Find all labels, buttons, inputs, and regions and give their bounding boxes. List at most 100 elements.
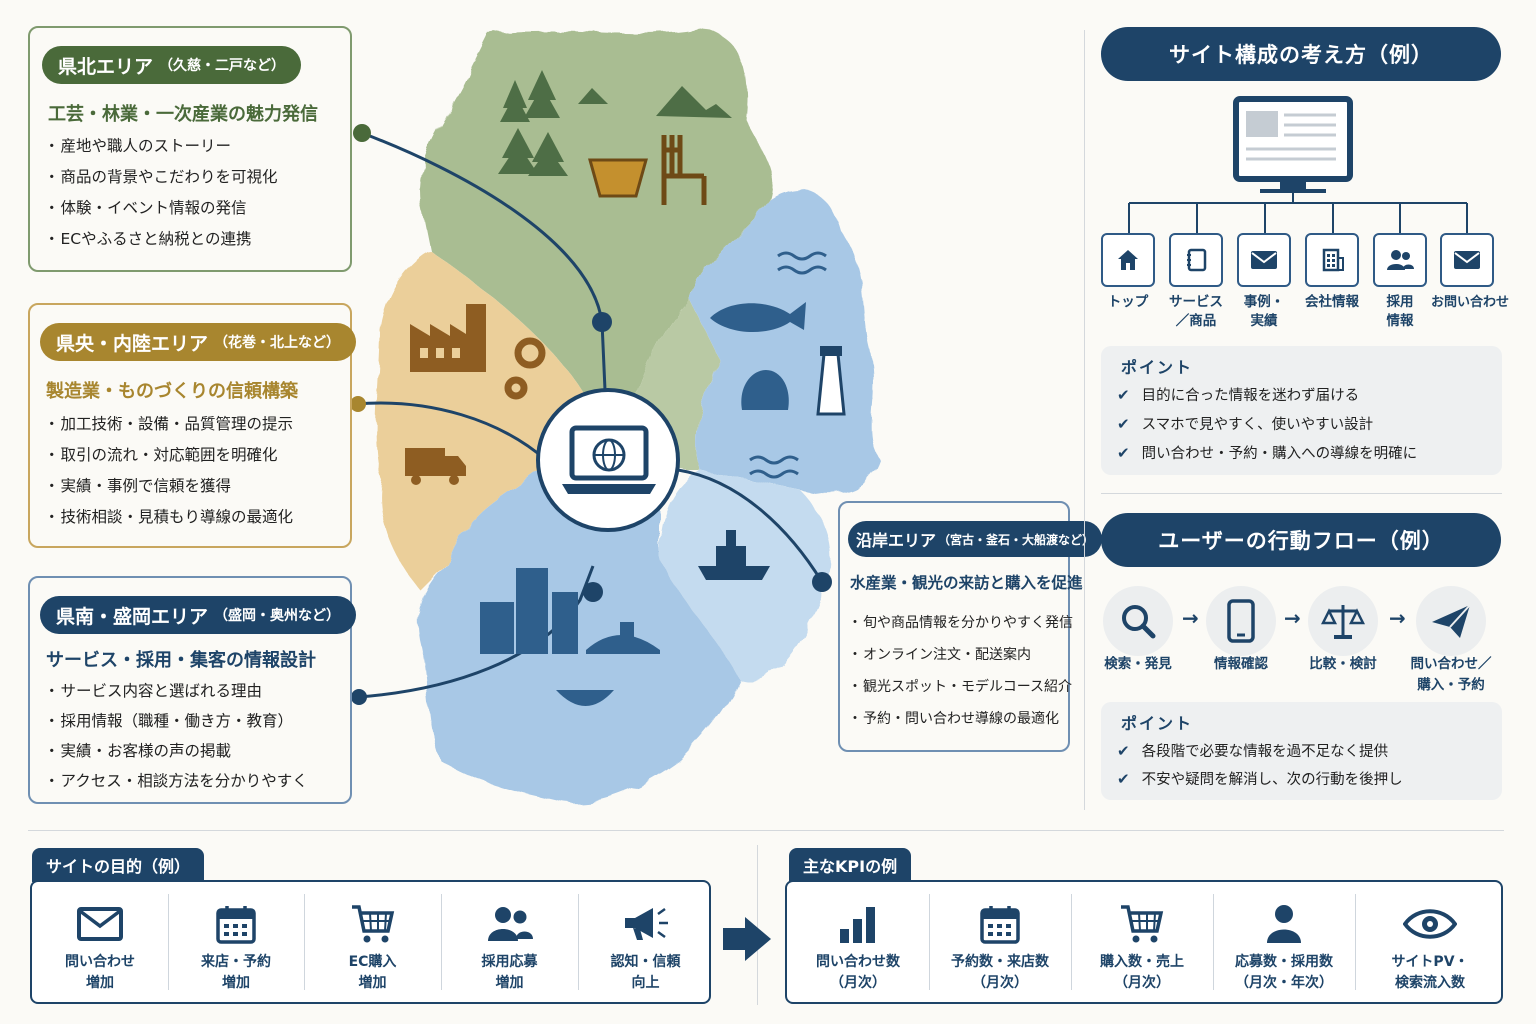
point-item: ✔各段階で必要な情報を過不足なく提供 <box>1117 741 1389 761</box>
nav-company-button[interactable] <box>1305 233 1359 287</box>
area-central-title: 県央・内陸エリア（花巻・北上など） <box>40 323 357 361</box>
list-item: ECやふるさと納税との連携 <box>44 224 278 255</box>
nav-top-button[interactable] <box>1101 233 1155 287</box>
area-central-subtitle: 製造業・ものづくりの信頼構築 <box>46 381 298 402</box>
purpose-item-recruit: 採用応募 増加 <box>441 882 578 1002</box>
kpi-item-pageviews: サイトPV・ 検索流入数 <box>1355 882 1505 1002</box>
cell-divider <box>929 894 930 990</box>
list-item: 取引の流れ・対応範囲を明確化 <box>44 440 293 471</box>
flow-arrow-icon: → <box>1182 606 1199 630</box>
list-item: オンライン注文・配送案内 <box>848 639 1073 671</box>
cart-icon <box>1121 905 1164 943</box>
list-item: 観光スポット・モデルコース紹介 <box>848 671 1073 703</box>
area-north-box: 県北エリア（久慈・二戸など） 工芸・林業・一次産業の魅力発信 産地や職人のストー… <box>28 26 352 272</box>
kpi-label: 予約数・来店数 （月次） <box>951 954 1049 991</box>
area-central-list: 加工技術・設備・品質管理の提示 取引の流れ・対応範囲を明確化 実績・事例で信頼を… <box>44 409 294 533</box>
site-tree-diagram <box>1128 96 1468 233</box>
nav-cases-button[interactable] <box>1237 233 1291 287</box>
purpose-label: 認知・信頼 向上 <box>610 954 681 991</box>
purpose-box: 問い合わせ 増加 来店・予約 増加 EC購入 増加 採用応募 増加 認知・信頼 … <box>30 880 711 1004</box>
nav-contact-button[interactable] <box>1440 233 1494 287</box>
flow-label-action: 問い合わせ／ 購入・予約 <box>1410 656 1492 693</box>
people-icon <box>487 907 533 941</box>
cell-divider <box>1071 894 1072 990</box>
cell-divider <box>168 894 169 990</box>
column-divider <box>1084 30 1085 810</box>
nav-top-label: トップ <box>1107 294 1149 310</box>
search-icon <box>1122 605 1156 639</box>
point-item: ✔目的に合った情報を迷わず届ける <box>1117 385 1360 405</box>
point-item: ✔問い合わせ・予約・購入への導線を明確に <box>1117 443 1418 463</box>
site-structure-title: サイト構成の考え方（例） <box>1101 27 1501 81</box>
home-icon <box>1118 250 1138 270</box>
nav-service-label: サービス ／商品 <box>1169 294 1223 329</box>
list-item: 商品の背景やこだわりを可視化 <box>44 162 278 193</box>
cart-icon <box>351 905 394 943</box>
mail-icon <box>1454 251 1480 269</box>
flow-label-search: 検索・発見 <box>1104 656 1172 672</box>
purpose-label: 来店・予約 増加 <box>201 954 271 991</box>
flow-label-confirm: 情報確認 <box>1214 656 1268 672</box>
arrow-shaft <box>723 928 747 950</box>
nav-cases-label: 事例・ 実績 <box>1243 294 1285 329</box>
kpi-item-sales: 購入数・売上 （月次） <box>1071 882 1213 1002</box>
flow-step-confirm <box>1206 586 1276 656</box>
book-icon <box>1187 248 1207 272</box>
kpi-label: 問い合わせ数 （月次） <box>816 954 900 991</box>
site-points-box: ポイント ✔目的に合った情報を迷わず届ける ✔スマホで見やすく、使いやすい設計 … <box>1101 346 1502 475</box>
kpi-tab: 主なKPIの例 <box>789 848 912 882</box>
area-south-title: 県南・盛岡エリア（盛岡・奥州など） <box>40 596 357 634</box>
area-south-box: 県南・盛岡エリア（盛岡・奥州など） サービス・採用・集客の情報設計 サービス内容… <box>28 576 357 804</box>
kpi-label: 応募数・採用数 （月次・年次） <box>1235 954 1333 991</box>
people-icon <box>1387 250 1414 270</box>
purpose-label: 問い合わせ 増加 <box>65 954 135 991</box>
purpose-label: EC購入 増加 <box>348 954 397 991</box>
area-coast-subtitle: 水産業・観光の来訪と購入を促進 <box>850 574 1083 592</box>
list-item: 産地や職人のストーリー <box>44 131 278 162</box>
list-item: 予約・問い合わせ導線の最適化 <box>848 703 1073 735</box>
area-north-subtitle: 工芸・林業・一次産業の魅力発信 <box>48 104 318 125</box>
check-icon: ✔ <box>1117 443 1130 462</box>
points-title: ポイント <box>1121 714 1194 733</box>
list-item: 実績・事例で信頼を獲得 <box>44 471 293 502</box>
scale-icon <box>1321 605 1365 639</box>
list-item: 技術相談・見積もり導線の最適化 <box>44 502 294 533</box>
nav-service-button[interactable] <box>1169 233 1223 287</box>
points-title: ポイント <box>1121 358 1194 377</box>
purpose-item-ec: EC購入 増加 <box>304 882 441 1002</box>
area-coast-list: 旬や商品情報を分かりやすく発信 オンライン注文・配送案内 観光スポット・モデルコ… <box>848 607 1073 735</box>
list-item: 旬や商品情報を分かりやすく発信 <box>848 607 1073 639</box>
check-icon: ✔ <box>1117 385 1130 404</box>
nav-recruit-button[interactable] <box>1373 233 1427 287</box>
kpi-item-reservations: 予約数・来店数 （月次） <box>929 882 1071 1002</box>
section-divider <box>1101 493 1502 494</box>
list-item: 採用情報（職種・働き方・教育） <box>44 706 308 736</box>
bar-chart-icon <box>840 907 875 943</box>
area-north-list: 産地や職人のストーリー 商品の背景やこだわりを可視化 体験・イベント情報の発信 … <box>44 131 278 255</box>
purpose-label: 採用応募 増加 <box>481 954 538 991</box>
flow-arrow-icon: → <box>1389 606 1406 630</box>
check-icon: ✔ <box>1117 769 1130 788</box>
flow-label-compare: 比較・検討 <box>1309 656 1377 672</box>
flow-step-action <box>1416 586 1486 656</box>
flow-arrow-icon: → <box>1284 606 1301 630</box>
purpose-tab: サイトの目的（例） <box>32 848 205 882</box>
cell-divider <box>1213 894 1214 990</box>
area-north-title: 県北エリア（久慈・二戸など） <box>42 46 302 84</box>
mail-icon <box>1251 251 1277 269</box>
kpi-box: 問い合わせ数 （月次） 予約数・来店数 （月次） 購入数・売上 （月次） 応募数… <box>785 880 1503 1004</box>
arrow-right-icon <box>745 917 771 961</box>
list-item: サービス内容と選ばれる理由 <box>44 676 308 706</box>
point-item: ✔スマホで見やすく、使いやすい設計 <box>1117 414 1374 434</box>
user-flow-title: ユーザーの行動フロー（例） <box>1101 513 1501 567</box>
flow-points-box: ポイント ✔各段階で必要な情報を過不足なく提供 ✔不安や疑問を解消し、次の行動を… <box>1101 702 1502 800</box>
smartphone-icon <box>1227 599 1255 643</box>
person-icon <box>1267 905 1301 943</box>
envelope-icon <box>77 907 123 941</box>
purpose-item-contact: 問い合わせ 増加 <box>32 882 168 1002</box>
nav-contact-label: お問い合わせ <box>1430 295 1509 310</box>
area-central-box: 県央・内陸エリア（花巻・北上など） 製造業・ものづくりの信頼構築 加工技術・設備… <box>28 303 357 548</box>
purpose-item-reservation: 来店・予約 増加 <box>168 882 304 1002</box>
nav-company-label: 会社情報 <box>1305 294 1359 310</box>
